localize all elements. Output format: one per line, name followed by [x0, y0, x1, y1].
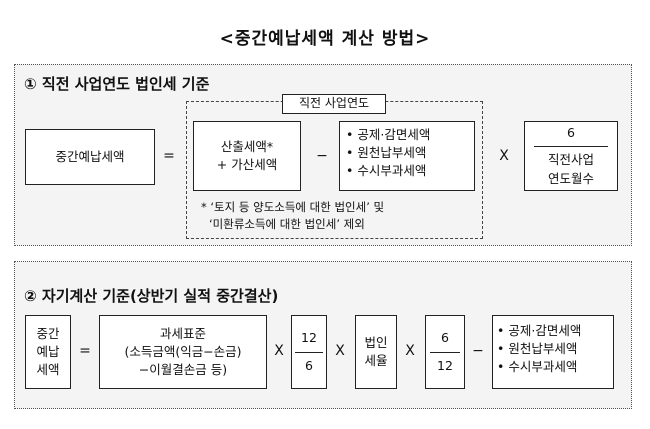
deduction-item: • 공제·감면세액: [346, 127, 431, 142]
deduction-item: • 원천납부세액: [346, 145, 427, 161]
calculated-tax-text: 산출세액*: [220, 138, 274, 154]
interim-tax-text: 중간: [36, 325, 60, 341]
fraction-numerator: 6: [441, 330, 449, 346]
tax-rate-box: 법인 세율: [355, 315, 397, 389]
fraction-box: 12 6: [291, 315, 327, 389]
equals-sign: =: [79, 343, 91, 359]
fraction-denominator: 직전사업: [547, 152, 594, 168]
calculated-tax-box: 산출세액* + 가산세액: [193, 121, 301, 191]
tax-base-title: 과세표준: [159, 325, 206, 341]
deductions-box: • 공제·감면세액 • 원천납부세액 • 수시부과세액: [339, 121, 475, 191]
interim-tax-label: 중간 예납 세액: [25, 315, 71, 389]
footnote-line: * ‘토지 등 양도소득에 대한 법인세’ 및: [201, 200, 385, 214]
tax-base-text: −이월결손금 등): [138, 362, 228, 378]
multiply-sign: X: [274, 343, 284, 359]
fraction-numerator: 6: [567, 125, 575, 141]
fraction-denominator: 12: [437, 357, 453, 373]
tax-rate-text: 세율: [364, 353, 388, 368]
fraction-box: 6 12: [425, 315, 465, 389]
fraction-box: 6 직전사업 연도월수: [524, 121, 618, 191]
interim-tax-label: 중간예납세액: [25, 129, 155, 185]
tax-base-box: 과세표준 (소득금액(익금−손금) −이월결손금 등): [99, 315, 267, 389]
deductions-box: • 공제·감면세액 • 원천납부세액 • 수시부과세액: [492, 315, 614, 389]
tax-rate-text: 법인: [364, 334, 388, 350]
equals-sign: =: [163, 148, 175, 164]
minus-sign: −: [472, 343, 484, 359]
fraction-denominator: 연도월수: [547, 170, 594, 186]
minus-sign: −: [316, 148, 328, 164]
deduction-item: • 수시부과세액: [497, 359, 578, 375]
fraction-bar: [295, 351, 323, 353]
tax-base-text: (소득금액(익금−손금): [124, 343, 242, 359]
section-self-calculation-heading: ② 자기계산 기준(상반기 실적 중간결산): [24, 287, 279, 305]
fraction-bar: [534, 146, 608, 148]
fraction-numerator: 12: [301, 330, 317, 346]
page-title: <중간예납세액 계산 방법>: [219, 29, 431, 49]
deduction-item: • 공제·감면세액: [497, 323, 582, 338]
additional-tax-text: + 가산세액: [216, 157, 278, 172]
footnote-line: ‘미환류소득에 대한 법인세’ 제외: [209, 217, 365, 232]
interim-tax-text: 세액: [36, 362, 60, 378]
footnote: * ‘토지 등 양도소득에 대한 법인세’ 및 ‘미환류소득에 대한 법인세’ …: [201, 199, 384, 234]
multiply-sign: X: [335, 343, 345, 359]
section-previous-year-heading: ① 직전 사업연도 법인세 기준: [24, 75, 210, 93]
interim-tax-text: 예납: [36, 343, 60, 359]
deduction-item: • 수시부과세액: [346, 163, 427, 179]
fraction-bar: [429, 351, 461, 353]
previous-year-group-label: 직전 사업연도: [282, 94, 386, 114]
deduction-item: • 원천납부세액: [497, 341, 578, 357]
fraction-denominator: 6: [305, 357, 313, 373]
multiply-sign: X: [499, 148, 509, 164]
multiply-sign: X: [405, 343, 415, 359]
